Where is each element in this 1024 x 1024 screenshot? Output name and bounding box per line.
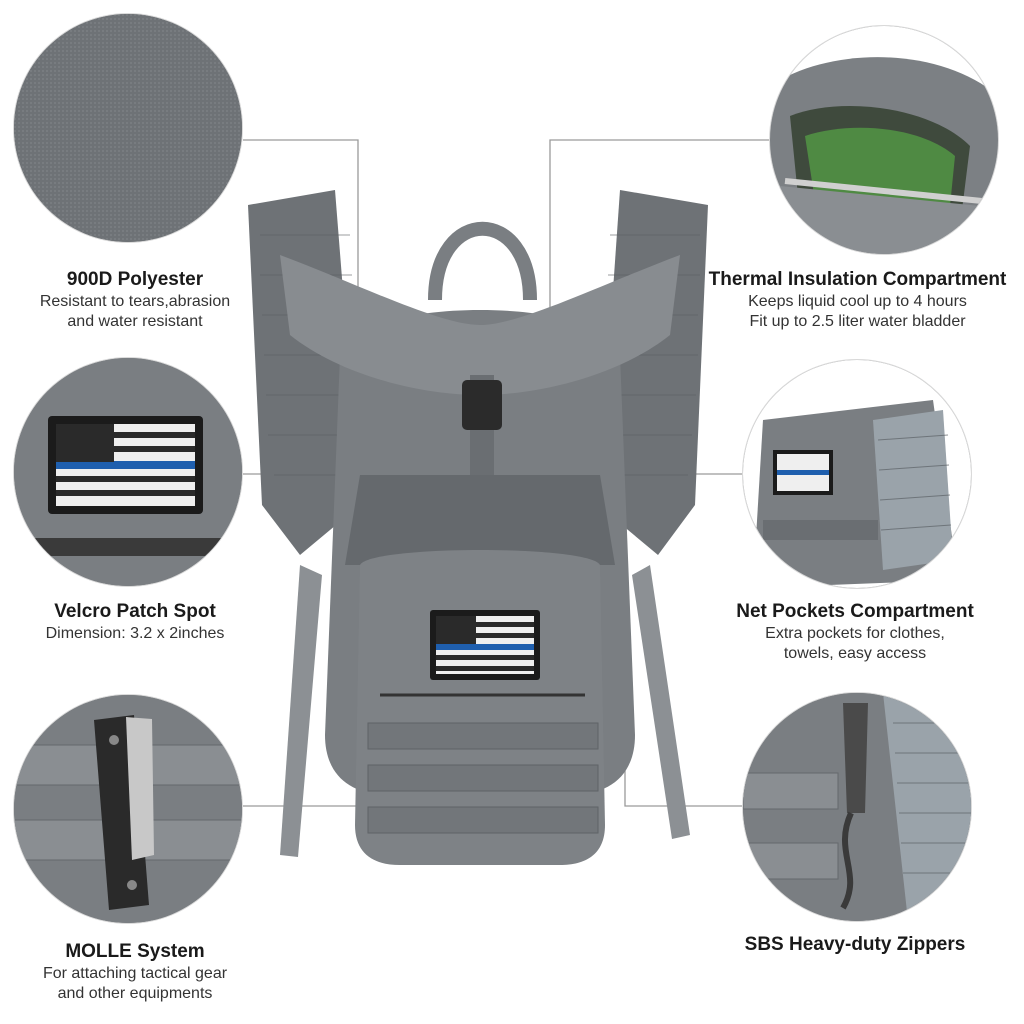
feature-molle: MOLLE System For attaching tactical gear… [20, 940, 250, 1004]
feature-net: Net Pockets Compartment Extra pockets fo… [720, 600, 990, 664]
feature-title: 900D Polyester [66, 269, 204, 290]
feature-zippers: SBS Heavy-duty Zippers [720, 933, 990, 957]
feature-desc-line: Dimension: 3.2 x 2inches [45, 625, 225, 642]
feature-title: Velcro Patch Spot [54, 601, 216, 622]
feature-desc-line: Extra pockets for clothes, [765, 625, 945, 642]
molle-system-closeup [14, 695, 242, 923]
feature-desc-line: Resistant to tears,abrasion [39, 293, 231, 310]
feature-velcro: Velcro Patch Spot Dimension: 3.2 x 2inch… [20, 600, 250, 644]
feature-desc-line: Fit up to 2.5 liter water bladder [749, 313, 966, 330]
feature-desc-line: towels, easy access [783, 645, 927, 662]
backpack-image [248, 190, 708, 865]
zippers-closeup [743, 693, 971, 921]
feature-title: Thermal Insulation Compartment [708, 269, 1007, 290]
feature-title: Net Pockets Compartment [736, 601, 974, 622]
feature-title: SBS Heavy-duty Zippers [744, 934, 966, 955]
feature-thermal: Thermal Insulation Compartment Keeps liq… [695, 268, 1020, 332]
feature-desc-line: Keeps liquid cool up to 4 hours [748, 293, 967, 310]
feature-desc-line: For attaching tactical gear [42, 965, 228, 982]
feature-desc-line: and other equipments [57, 985, 213, 1002]
polyester-fabric-closeup [14, 14, 242, 242]
velcro-patch-closeup [14, 358, 242, 586]
flag-patch [430, 610, 540, 680]
feature-title: MOLLE System [65, 941, 205, 962]
net-pockets-closeup [743, 360, 971, 588]
feature-polyester: 900D Polyester Resistant to tears,abrasi… [20, 268, 250, 332]
feature-desc-line: and water resistant [67, 313, 203, 330]
thermal-compartment-closeup [770, 26, 998, 254]
